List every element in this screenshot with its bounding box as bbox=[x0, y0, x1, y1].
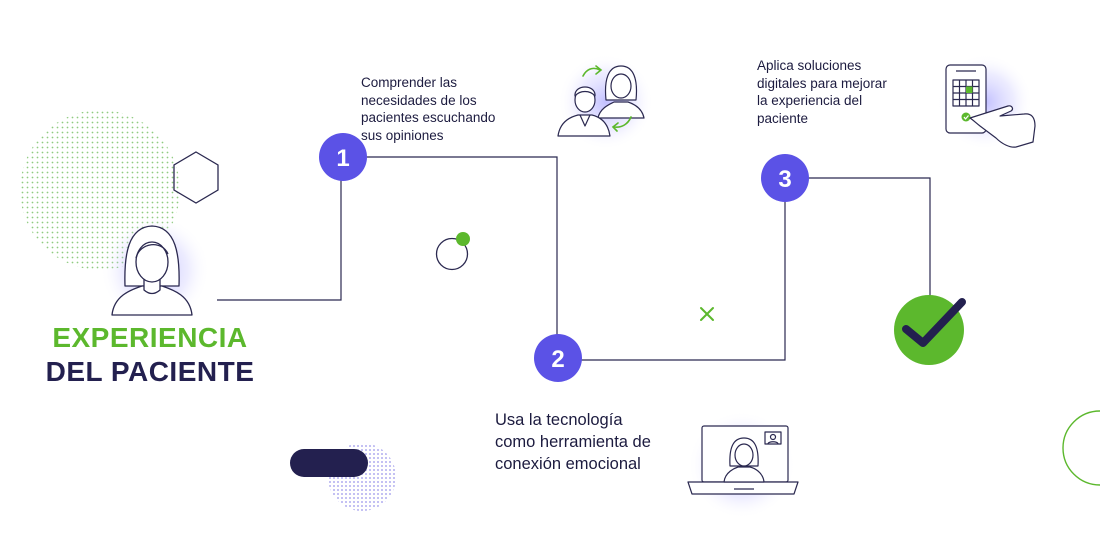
step-1-description: Comprender las necesidades de los pacien… bbox=[361, 75, 496, 143]
green-dot-decoration bbox=[456, 232, 470, 246]
green-ring-decoration bbox=[1062, 410, 1100, 486]
people-feedback-icon bbox=[557, 65, 645, 137]
step-marker-1: 1 bbox=[319, 133, 367, 181]
patient-avatar-icon bbox=[111, 225, 193, 316]
hexagon-decoration bbox=[173, 151, 219, 204]
process-path-line bbox=[217, 156, 931, 361]
title-experiencia: EXPERIENCIA bbox=[52, 322, 248, 353]
step-2-description: Usa la tecnología como herramienta de co… bbox=[495, 411, 651, 473]
navy-pill-decoration bbox=[290, 449, 368, 477]
step-number-3: 3 bbox=[778, 166, 791, 193]
tablet-touch-icon bbox=[945, 64, 1036, 148]
step-marker-2: 2 bbox=[534, 334, 582, 382]
laptop-video-call-icon bbox=[687, 425, 799, 495]
step-number-2: 2 bbox=[551, 346, 564, 373]
ring-decoration bbox=[435, 237, 469, 271]
feedback-arrows-icon bbox=[582, 65, 632, 132]
step-marker-3: 3 bbox=[761, 154, 809, 202]
step-3-description: Aplica soluciones digitales para mejorar… bbox=[757, 58, 887, 126]
title-del-paciente: DEL PACIENTE bbox=[45, 356, 255, 387]
checkmark-icon bbox=[894, 295, 966, 365]
green-cross-decoration bbox=[700, 307, 714, 321]
step-number-1: 1 bbox=[336, 145, 349, 172]
tablet-green-cell bbox=[966, 86, 973, 93]
